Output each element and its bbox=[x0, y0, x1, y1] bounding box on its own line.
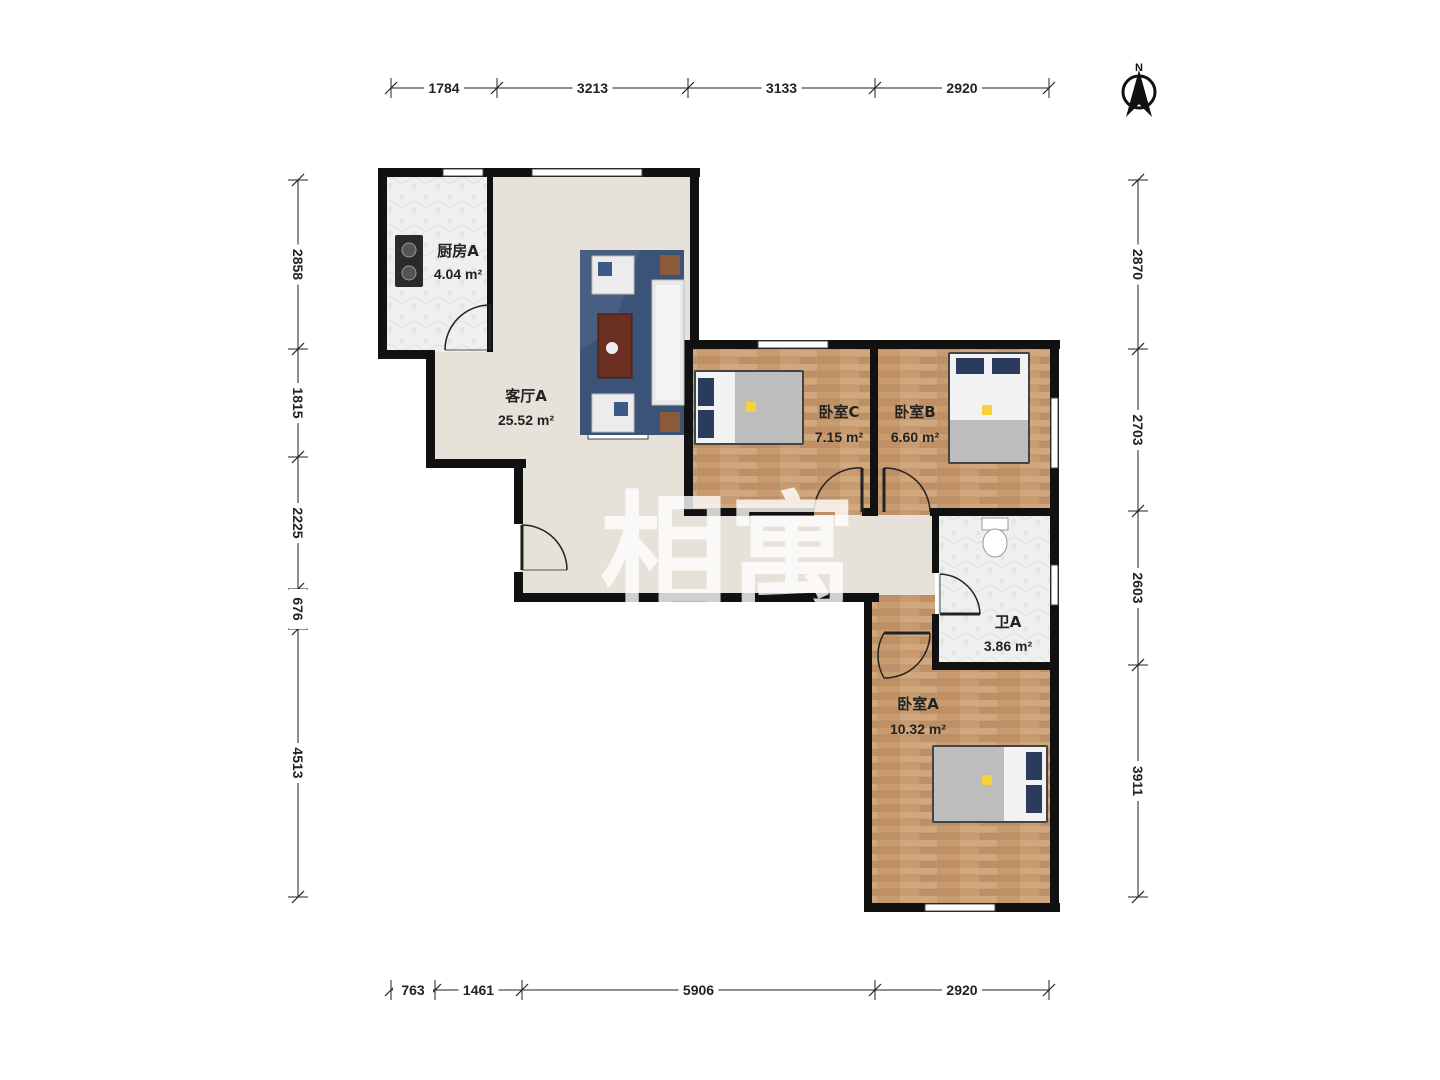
bedroom-b-area: 6.60 m² bbox=[891, 429, 940, 445]
watermark: 相寓 bbox=[600, 480, 856, 629]
right-dimension-0: 2870 bbox=[1130, 249, 1146, 280]
room-labels: 厨房A 4.04 m² 客厅A 25.52 m² 卧室C 7.15 m² 卧室B… bbox=[434, 242, 1033, 737]
bottom-dimension-0: 763 bbox=[401, 982, 425, 998]
bathroom-door[interactable] bbox=[939, 573, 981, 616]
living-window bbox=[531, 168, 643, 177]
living-area: 25.52 m² bbox=[498, 412, 554, 428]
doors bbox=[444, 304, 981, 679]
bed-a bbox=[932, 745, 1048, 823]
bedroom-a-area: 10.32 m² bbox=[890, 721, 946, 737]
right-dimension-1: 2703 bbox=[1130, 414, 1146, 445]
bed-c bbox=[694, 370, 804, 445]
kitchen-area: 4.04 m² bbox=[434, 266, 483, 282]
left-dimension-1: 1815 bbox=[290, 387, 306, 418]
top-dimension-2: 3133 bbox=[766, 80, 797, 96]
bedroom-b-door[interactable] bbox=[882, 467, 931, 513]
dimension-lines: 1784 3213 3133 2920 763 1461 5906 2920 2858 1815 2… bbox=[288, 78, 1148, 1000]
bed-b bbox=[948, 352, 1030, 464]
bottom-dimension-3: 2920 bbox=[946, 982, 977, 998]
bedroom-a-name: 卧室A bbox=[897, 695, 939, 713]
kitchen-name: 厨房A bbox=[437, 242, 479, 260]
bottom-dimension-1: 1461 bbox=[463, 982, 494, 998]
bedroom-a-window bbox=[924, 903, 996, 912]
right-dimension-3: 3911 bbox=[1130, 766, 1146, 797]
bedroom-c-door[interactable] bbox=[813, 467, 864, 513]
bedroom-b-window bbox=[1050, 397, 1059, 469]
living-name: 客厅A bbox=[504, 387, 547, 405]
bedroom-c-window bbox=[757, 340, 829, 349]
bedroom-a-door[interactable] bbox=[877, 631, 931, 679]
compass-label: N bbox=[1135, 62, 1143, 74]
entrance-door[interactable] bbox=[520, 524, 568, 571]
bathroom-window bbox=[1050, 564, 1059, 606]
left-dimension-3: 676 bbox=[290, 597, 306, 621]
kitchen-door[interactable] bbox=[444, 304, 492, 351]
kitchen-window bbox=[442, 168, 484, 177]
bedroom-b-name: 卧室B bbox=[894, 403, 935, 421]
top-dimension-3: 2920 bbox=[946, 80, 977, 96]
bedroom-c-area: 7.15 m² bbox=[815, 429, 864, 445]
right-dimension-2: 2603 bbox=[1130, 572, 1146, 603]
toilet bbox=[981, 517, 1009, 558]
left-dimension-0: 2858 bbox=[290, 249, 306, 280]
bottom-dimension-2: 5906 bbox=[683, 982, 714, 998]
windows bbox=[442, 168, 1059, 912]
bedroom-c-name: 卧室C bbox=[818, 403, 859, 421]
north-compass-icon: N bbox=[1121, 62, 1157, 117]
left-dimension-2: 2225 bbox=[290, 507, 306, 538]
left-dimension-4: 4513 bbox=[290, 747, 306, 778]
top-dimension-0: 1784 bbox=[428, 80, 459, 96]
bathroom-area: 3.86 m² bbox=[984, 638, 1033, 654]
living-furniture bbox=[580, 250, 685, 435]
bathroom-name: 卫A bbox=[995, 613, 1022, 631]
top-dimension-1: 3213 bbox=[577, 80, 608, 96]
kitchen-stove bbox=[395, 235, 423, 287]
